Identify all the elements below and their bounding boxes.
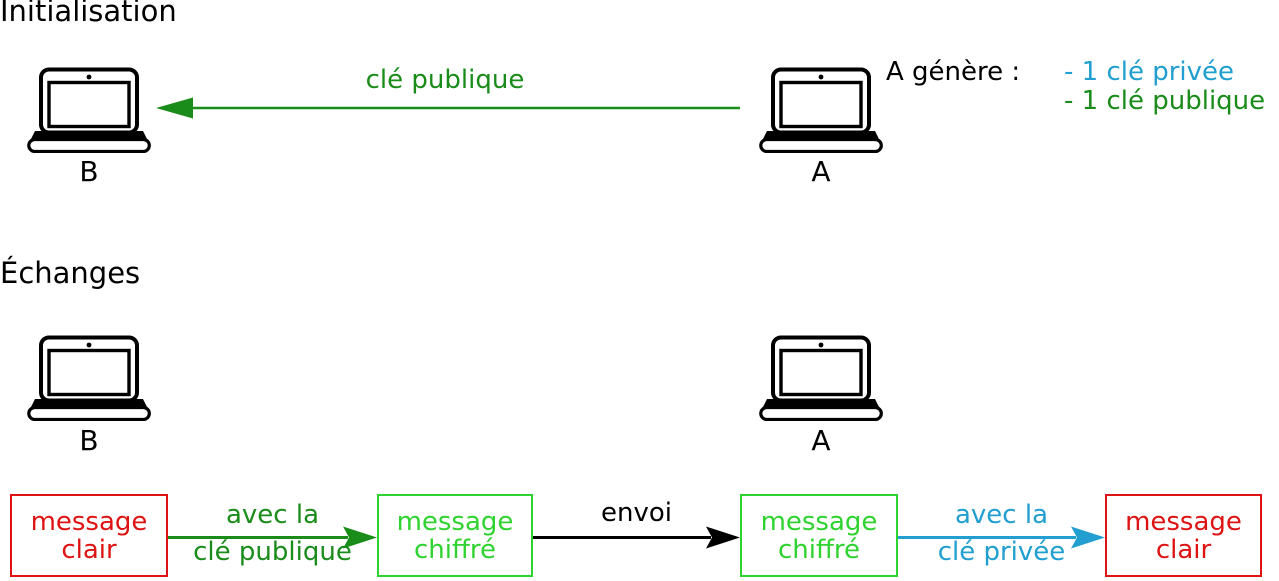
laptop-label-a-exchange: A	[811, 424, 831, 457]
message-chiffre-box-right: message chiffré	[740, 494, 898, 577]
box-line: message	[760, 506, 878, 537]
box-line: message	[1125, 506, 1242, 537]
section-title-initialisation: Initialisation	[0, 0, 177, 28]
send-arrow	[533, 526, 740, 549]
box-line: chiffré	[777, 534, 861, 565]
section-title-echanges: Échanges	[0, 256, 141, 290]
key-item-public: - 1 clé publique	[1064, 86, 1266, 116]
box-line: clair	[1155, 534, 1212, 565]
laptop-icon-b-exchange	[27, 335, 151, 425]
public-key-arrow-label: clé publique	[365, 65, 525, 95]
laptop-label-b-exchange: B	[79, 424, 99, 457]
encrypt-arrow-label-bottom: clé publique	[193, 537, 352, 567]
box-line: message	[396, 506, 514, 537]
encrypt-arrow	[168, 526, 377, 549]
encrypt-arrow-label-top: avec la	[225, 500, 320, 530]
public-key-arrow	[156, 97, 740, 119]
box-line: clair	[61, 534, 117, 565]
send-arrow-label: envoi	[601, 498, 672, 528]
laptop-icon-b-init	[27, 67, 151, 157]
message-clair-box-left: message clair	[10, 494, 168, 577]
decrypt-arrow-label-top: avec la	[954, 500, 1049, 530]
message-clair-box-right: message clair	[1105, 494, 1262, 577]
generates-label: A génère :	[886, 57, 1021, 87]
decrypt-arrow	[898, 526, 1105, 549]
box-line: chiffré	[413, 534, 497, 565]
box-line: message	[30, 506, 148, 537]
laptop-icon-a-exchange	[759, 335, 883, 425]
laptop-icon-a-init	[759, 67, 883, 157]
laptop-label-b-init: B	[79, 155, 99, 188]
decrypt-arrow-label-bottom: clé privée	[937, 537, 1066, 567]
laptop-label-a-init: A	[811, 155, 831, 188]
key-item-private: - 1 clé privée	[1064, 57, 1235, 87]
message-chiffre-box-left: message chiffré	[377, 494, 533, 577]
